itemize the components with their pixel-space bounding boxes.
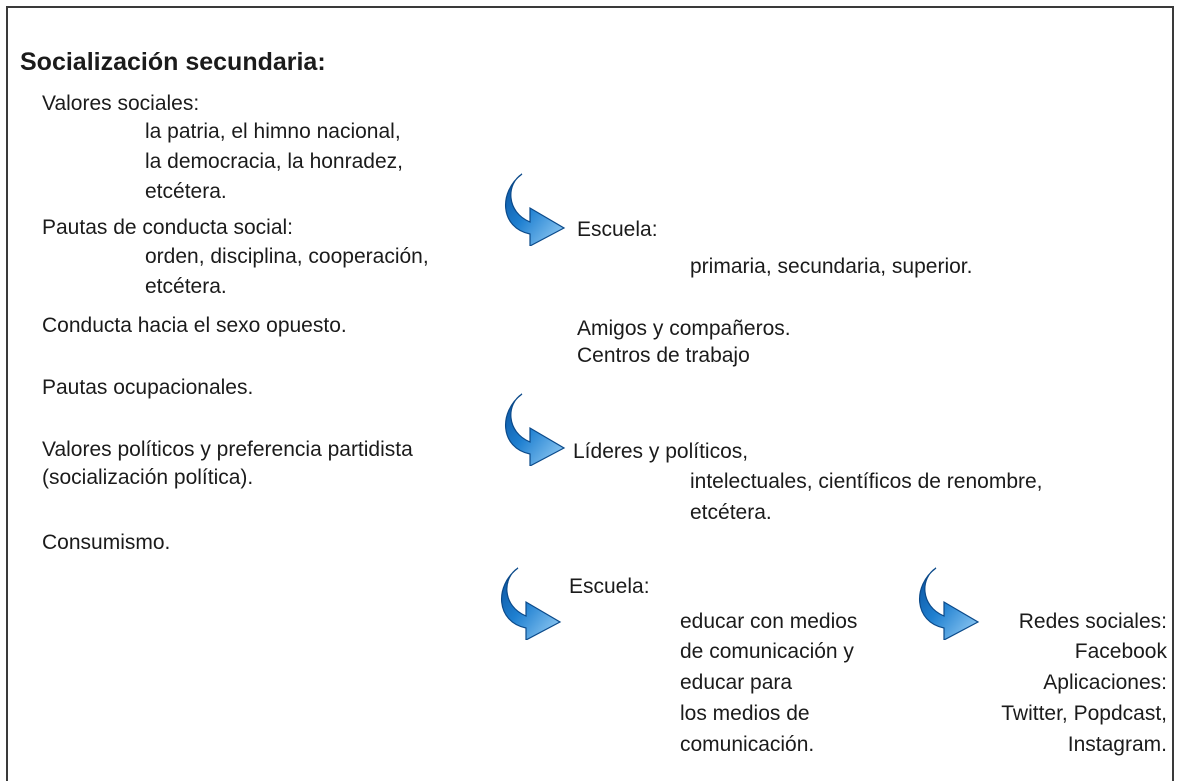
amigos-text: Amigos y compañeros. bbox=[577, 317, 791, 340]
valores-politicos-text: (socialización política). bbox=[42, 466, 254, 489]
escuela-medios-item: comunicación. bbox=[680, 733, 815, 756]
escuela-medios-item: educar con medios bbox=[680, 610, 858, 633]
consumismo-text: Consumismo. bbox=[42, 531, 171, 554]
valores-sociales-item: etcétera. bbox=[145, 180, 227, 203]
lideres-item: etcétera. bbox=[690, 501, 772, 524]
curved-right-arrow-icon bbox=[500, 172, 566, 246]
pautas-conducta-item: etcétera. bbox=[145, 275, 227, 298]
pautas-conducta-heading: Pautas de conducta social: bbox=[42, 216, 293, 239]
escuela-medios-label: Escuela: bbox=[569, 575, 650, 598]
valores-politicos-text: Valores políticos y preferencia partidis… bbox=[42, 438, 413, 461]
page-title: Socialización secundaria: bbox=[20, 48, 326, 76]
escuela-medios-item: de comunicación y bbox=[680, 640, 854, 663]
conducta-sexo-text: Conducta hacia el sexo opuesto. bbox=[42, 314, 347, 337]
escuela-medios-item: los medios de bbox=[680, 702, 810, 725]
pautas-ocupacionales-text: Pautas ocupacionales. bbox=[42, 376, 254, 399]
curved-right-arrow-icon bbox=[500, 392, 566, 466]
redes-sociales-label: Redes sociales: bbox=[1018, 610, 1167, 633]
escuela-detail: primaria, secundaria, superior. bbox=[690, 255, 973, 278]
pautas-conducta-item: orden, disciplina, cooperación, bbox=[145, 245, 429, 268]
escuela-medios-item: educar para bbox=[680, 671, 793, 694]
valores-sociales-item: la democracia, la honradez, bbox=[145, 150, 403, 173]
lideres-item: intelectuales, científicos de renombre, bbox=[690, 470, 1043, 493]
redes-sociales-item: Facebook bbox=[1074, 640, 1167, 663]
redes-sociales-item: Aplicaciones: bbox=[1043, 671, 1167, 694]
escuela-label: Escuela: bbox=[577, 218, 658, 241]
curved-right-arrow-icon bbox=[496, 566, 562, 640]
curved-right-arrow-icon bbox=[914, 566, 980, 640]
centros-text: Centros de trabajo bbox=[577, 344, 750, 367]
redes-sociales-item: Instagram. bbox=[1067, 733, 1167, 756]
diagram-frame bbox=[6, 6, 1174, 781]
lideres-label: Líderes y políticos, bbox=[573, 440, 749, 463]
redes-sociales-item: Twitter, Popdcast, bbox=[1001, 702, 1167, 725]
valores-sociales-heading: Valores sociales: bbox=[42, 92, 200, 115]
valores-sociales-item: la patria, el himno nacional, bbox=[145, 120, 401, 143]
